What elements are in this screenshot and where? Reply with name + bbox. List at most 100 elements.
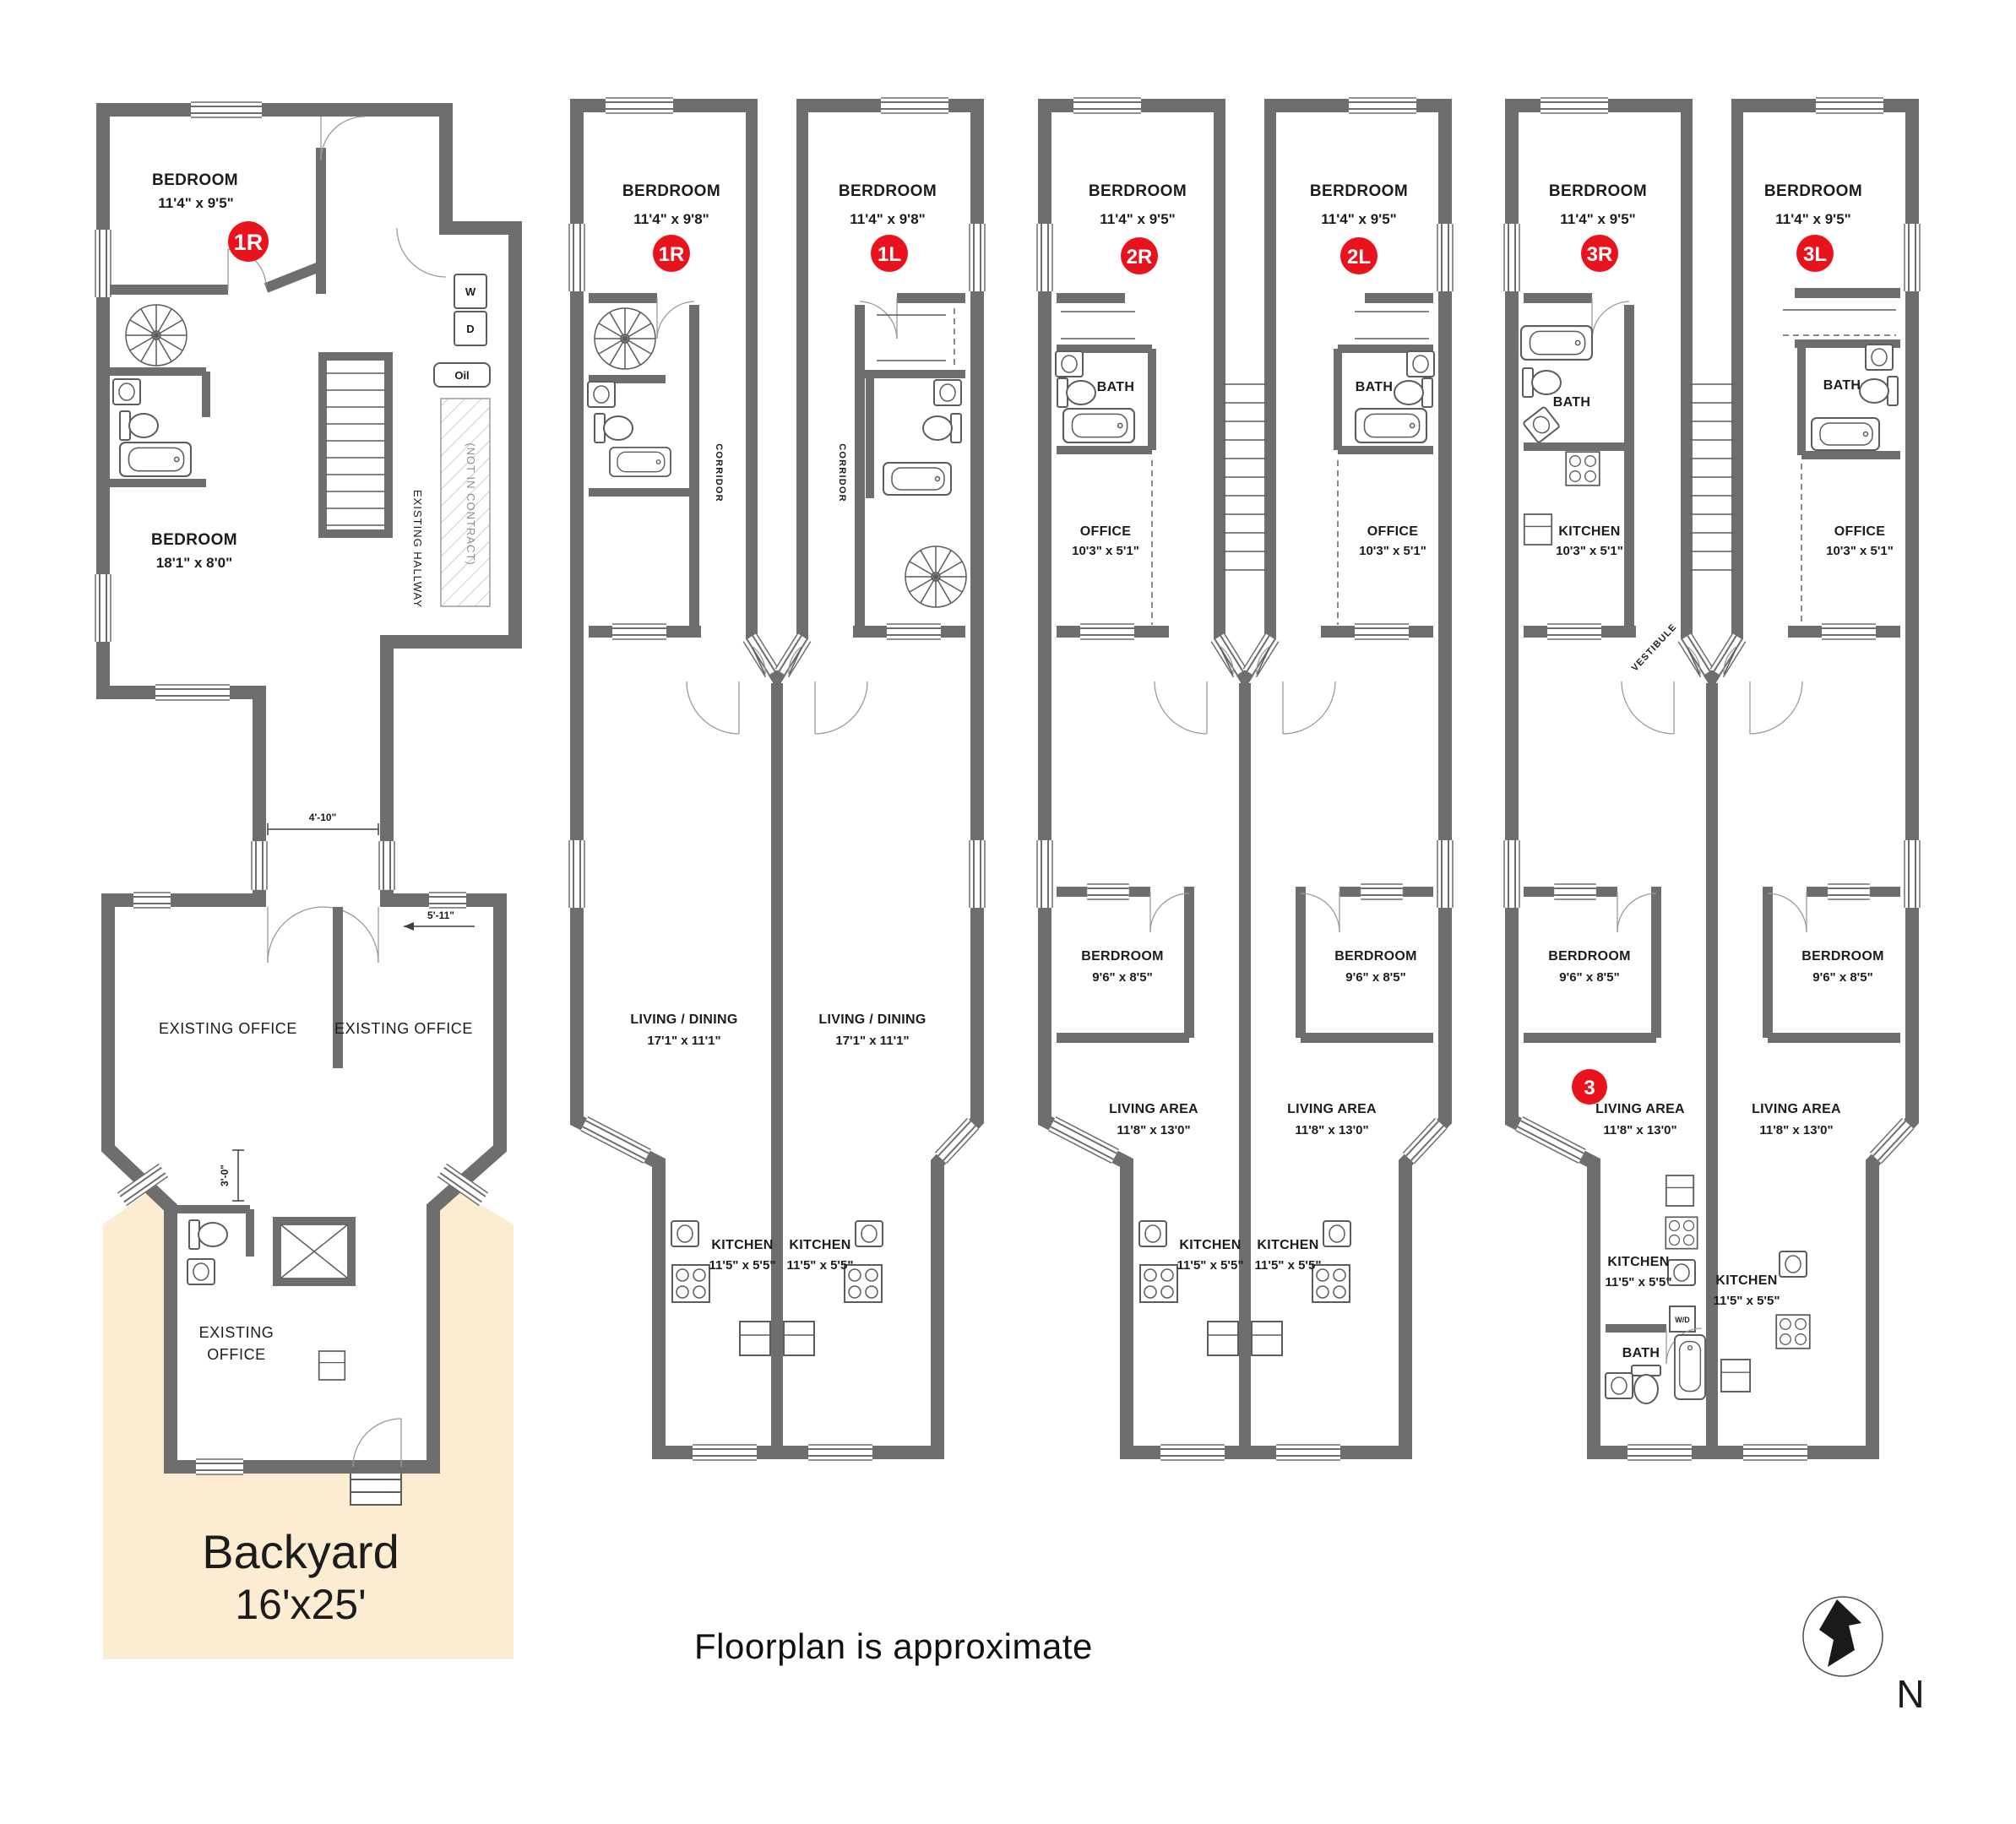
sink-icon — [1779, 1251, 1807, 1278]
svg-text:1L: 1L — [878, 243, 901, 266]
fridge-icon — [783, 1321, 815, 1356]
stove-icon — [1775, 1314, 1811, 1349]
bathtub-icon — [609, 447, 671, 477]
washer-dryer — [454, 274, 487, 346]
window-icon — [428, 892, 467, 909]
room-label: BATH — [1097, 380, 1134, 394]
window-icon — [1360, 883, 1404, 900]
unit-badge-1r: 1R — [228, 221, 269, 262]
room-label: KITCHEN — [1607, 1255, 1669, 1269]
stove-icon — [1139, 1264, 1178, 1303]
room-label: BERDROOM — [1764, 182, 1862, 200]
central-stairs — [1690, 383, 1734, 571]
sink-icon — [855, 1220, 883, 1247]
room-dims: 11'8" x 13'0" — [1603, 1123, 1676, 1137]
outer-walls — [96, 103, 522, 1474]
hallway-label: EXISTING HALLWAY — [411, 490, 424, 608]
room-dims: 11'4" x 9'5" — [158, 195, 233, 211]
bath-3r-lower — [1605, 1324, 1707, 1404]
bathtub-icon — [1811, 417, 1880, 451]
room-label: KITCHEN — [1558, 524, 1620, 539]
room-label: KITCHEN — [1715, 1273, 1777, 1288]
window-icon — [95, 229, 111, 298]
room-label: BEDROOM — [151, 531, 237, 549]
room-label: LIVING / DINING — [818, 1012, 926, 1027]
footnote: Floorplan is approximate — [694, 1626, 1093, 1666]
window-icon — [95, 573, 111, 643]
interior-walls — [589, 293, 965, 627]
unit-badge-3: 3 — [1572, 1069, 1607, 1105]
sink-icon — [187, 1258, 215, 1285]
unit-badge-1l: 1L — [871, 235, 908, 272]
corridor-label: CORRIDOR — [714, 443, 724, 502]
floorplan-units-2r-2l: BERDROOM 11'4" x 9'5" 2R BERDROOM 11'4" … — [1034, 97, 1456, 1465]
sink-icon — [1055, 350, 1084, 377]
room-label: BATH — [1622, 1346, 1660, 1360]
window-icon — [1827, 883, 1871, 900]
sink-icon — [1138, 1220, 1167, 1247]
floorplan-units-3r-3l: BERDROOM 11'4" x 9'5" 3R BERDROOM 11'4" … — [1501, 97, 1923, 1465]
sink-icon — [933, 379, 962, 406]
room-dims: 11'4" x 9'5" — [1100, 211, 1175, 227]
room-label: OFFICE — [1367, 524, 1418, 539]
room-dims: 10'3" x 5'1" — [1826, 544, 1894, 558]
corridor-label: CORRIDOR — [837, 443, 847, 502]
bedroom2-walls — [1057, 883, 1433, 1043]
room-dims: 11'5" x 5'5" — [1714, 1294, 1780, 1308]
window-icon — [378, 840, 395, 891]
central-stairs — [1223, 383, 1267, 571]
room-label: LIVING / DINING — [630, 1012, 737, 1027]
sink-icon — [1406, 350, 1435, 377]
room-label: BERDROOM — [1310, 182, 1408, 200]
room-label: OFFICE — [207, 1346, 266, 1363]
room-dims: 11'5" x 5'5" — [709, 1258, 776, 1273]
toilet-icon — [188, 1219, 228, 1250]
sink-icon — [1605, 1372, 1633, 1399]
dim-bath — [232, 1149, 244, 1202]
room-dims: 11'5" x 5'5" — [1606, 1275, 1672, 1289]
oil-tank — [433, 362, 491, 388]
oil-label: Oil — [454, 369, 469, 382]
dim-label: 3'-0" — [219, 1164, 231, 1186]
dryer-label: D — [466, 323, 474, 335]
room-label: LIVING AREA — [1595, 1102, 1685, 1116]
room-dims: 10'3" x 5'1" — [1556, 544, 1623, 558]
unit-badge-3r: 3R — [1581, 235, 1618, 272]
room-label: LIVING AREA — [1287, 1102, 1377, 1116]
fridge-icon — [1251, 1321, 1283, 1356]
room-label: BERDROOM — [1548, 949, 1631, 964]
sink-icon — [671, 1220, 699, 1247]
washer-label: W — [465, 285, 476, 298]
bathtub-icon — [1354, 407, 1428, 444]
room-dims: 11'8" x 13'0" — [1295, 1123, 1368, 1137]
svg-text:3R: 3R — [1587, 243, 1613, 266]
room-dims: 11'4" x 9'8" — [633, 211, 709, 227]
unit-badge-1r: 1R — [653, 235, 690, 272]
room-dims: 18'1" x 8'0" — [156, 555, 232, 571]
window-icon — [1553, 883, 1597, 900]
room-dims: 11'4" x 9'5" — [1560, 211, 1635, 227]
compass: N — [1802, 1596, 1925, 1716]
room-label: KITCHEN — [711, 1238, 773, 1252]
room-label: KITCHEN — [789, 1238, 850, 1252]
spiral-stair-icon — [905, 546, 967, 608]
room-dims: 10'3" x 5'1" — [1359, 544, 1426, 558]
elevator-shaft — [273, 1217, 356, 1286]
room-label: BERDROOM — [1334, 949, 1417, 964]
svg-text:1R: 1R — [234, 230, 264, 255]
sink-icon — [1323, 1220, 1351, 1247]
svg-text:1R: 1R — [659, 243, 685, 266]
washer-dryer — [1669, 1306, 1696, 1333]
room-dims: 11'4" x 9'8" — [850, 211, 925, 227]
appliance-icon — [318, 1350, 346, 1381]
spiral-stair-icon — [125, 304, 187, 366]
room-label: BERDROOM — [1081, 949, 1164, 964]
room-label: KITCHEN — [1257, 1238, 1318, 1252]
window-icon — [251, 840, 268, 891]
not-in-contract-label: (NOT IN CONTRACT) — [465, 442, 477, 565]
unit-badge-3l: 3L — [1796, 235, 1834, 272]
boiler-icon — [1665, 1175, 1695, 1207]
door-arcs — [227, 116, 447, 1468]
unit-badge-2r: 2R — [1121, 237, 1158, 274]
sink-icon — [1667, 1259, 1696, 1286]
